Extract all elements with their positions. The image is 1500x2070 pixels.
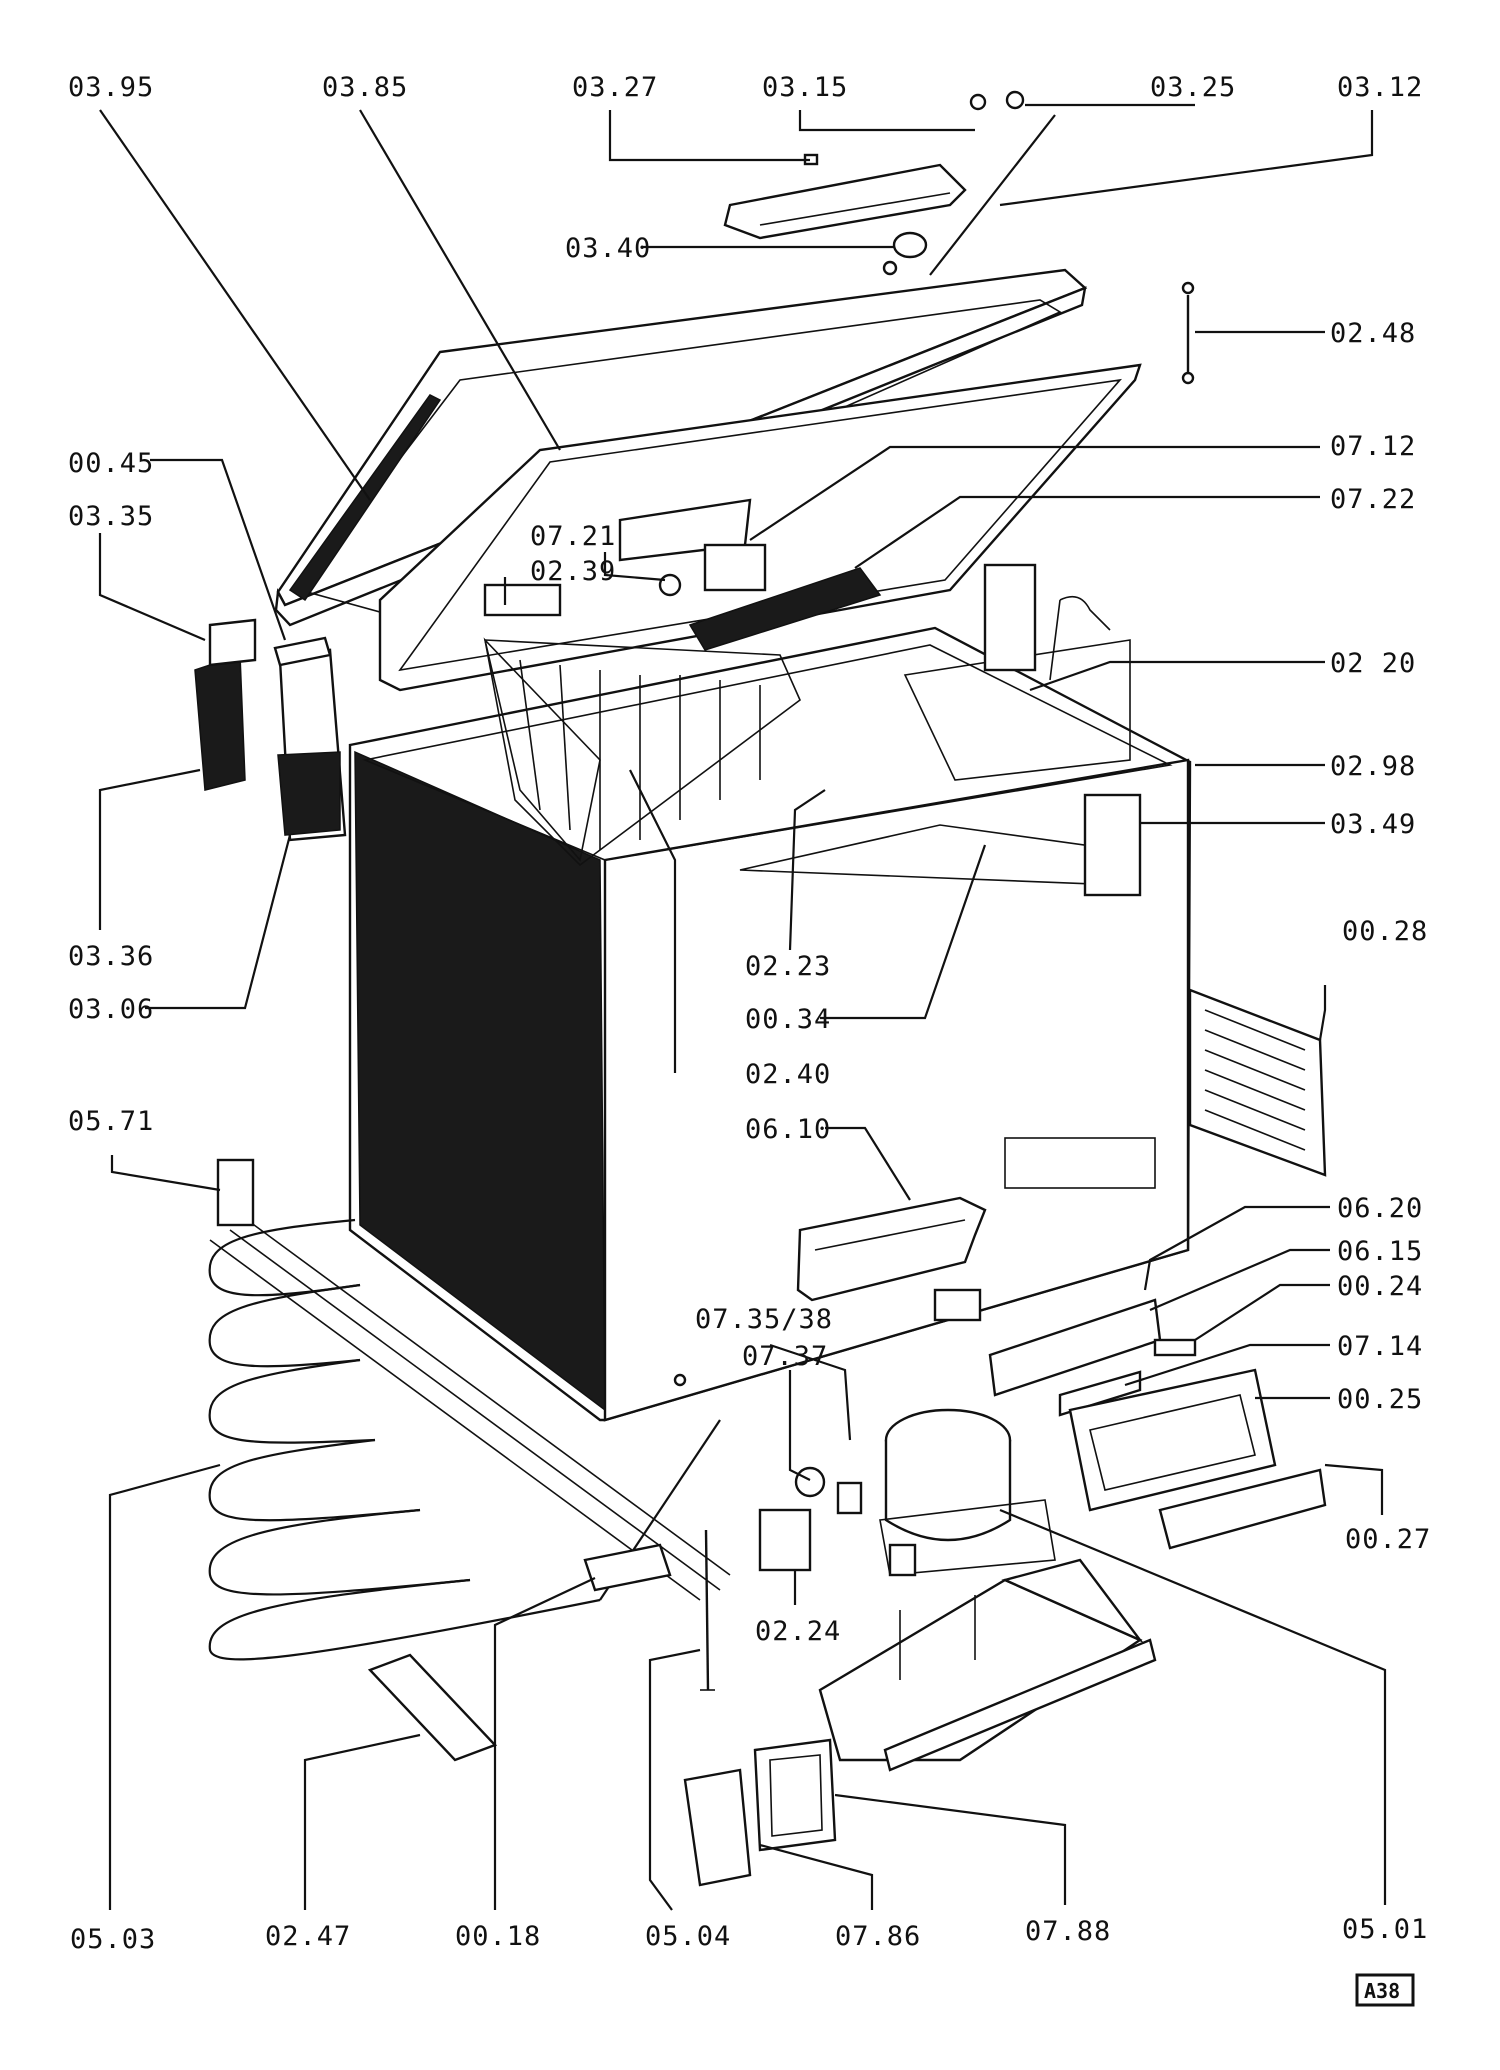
label-02-48: 02.48 (1330, 318, 1416, 349)
wire-basket (483, 637, 801, 867)
thermometer-part (1181, 281, 1195, 385)
label-03-25: 03.25 (1150, 72, 1236, 103)
label-03-06: 03.06 (68, 994, 154, 1025)
label-00-18: 00.18 (455, 1921, 541, 1952)
label-03-27: 03.27 (572, 72, 658, 103)
label-07-86: 07.86 (835, 1921, 921, 1952)
part-labels: 03.95 03.85 03.27 03.15 03.25 03.12 03.4… (68, 72, 1431, 1955)
base-mounting-frame (818, 1543, 1157, 1772)
label-03-12: 03.12 (1337, 72, 1423, 103)
label-02-23: 02.23 (745, 951, 831, 982)
clip-part (216, 1158, 255, 1227)
label-07-22: 07.22 (1330, 484, 1416, 515)
control-panel (933, 1288, 1327, 1550)
hinge-parts-left (194, 618, 347, 842)
label-00-25: 00.25 (1337, 1384, 1423, 1415)
label-00-34: 00.34 (745, 1004, 831, 1035)
label-03-40: 03.40 (565, 233, 651, 264)
page-code-badge: A38 (1355, 1973, 1415, 2007)
label-02-40: 02.40 (745, 1059, 831, 1090)
label-03-85: 03.85 (322, 72, 408, 103)
label-05-03: 05.03 (70, 1924, 156, 1955)
label-02-24: 02.24 (755, 1616, 841, 1647)
label-02-47: 02.47 (265, 1921, 351, 1952)
label-06-15: 06.15 (1337, 1236, 1423, 1267)
label-07-35-38: 07.35/38 (695, 1304, 833, 1335)
label-05-04: 05.04 (645, 1921, 731, 1952)
label-06-10: 06.10 (745, 1114, 831, 1145)
label-05-71: 05.71 (68, 1106, 154, 1137)
label-02-20: 02 20 (1330, 648, 1416, 679)
back-grille (1188, 988, 1327, 1177)
label-05-01: 05.01 (1342, 1914, 1428, 1945)
lid-handle (723, 90, 1025, 276)
label-03-95: 03.95 (68, 72, 154, 103)
label-02-98: 02.98 (1330, 751, 1416, 782)
label-07-37: 07.37 (742, 1341, 828, 1372)
label-07-14: 07.14 (1337, 1331, 1423, 1362)
label-03-36: 03.36 (68, 941, 154, 972)
drawer-tray (796, 1196, 987, 1302)
label-07-88: 07.88 (1025, 1916, 1111, 1947)
label-03-15: 03.15 (762, 72, 848, 103)
label-03-35: 03.35 (68, 501, 154, 532)
label-03-49: 03.49 (1330, 809, 1416, 840)
leader-lines (98, 103, 1387, 1911)
hinge-parts-right (983, 563, 1111, 681)
label-02-39: 02.39 (530, 556, 616, 587)
label-00-45: 00.45 (68, 448, 154, 479)
label-00-28: 00.28 (1342, 916, 1428, 947)
label-07-21: 07.21 (530, 521, 616, 552)
label-07-12: 07.12 (1330, 431, 1416, 462)
page-code-text: A38 (1364, 1979, 1400, 2003)
small-parts-bottom (367, 1508, 837, 1887)
label-00-27: 00.27 (1345, 1524, 1431, 1555)
thermostat-grille (483, 498, 882, 651)
compressor (794, 1408, 1056, 1576)
lid-assembly (274, 268, 1142, 692)
label-00-24: 00.24 (1337, 1271, 1423, 1302)
label-06-20: 06.20 (1337, 1193, 1423, 1224)
